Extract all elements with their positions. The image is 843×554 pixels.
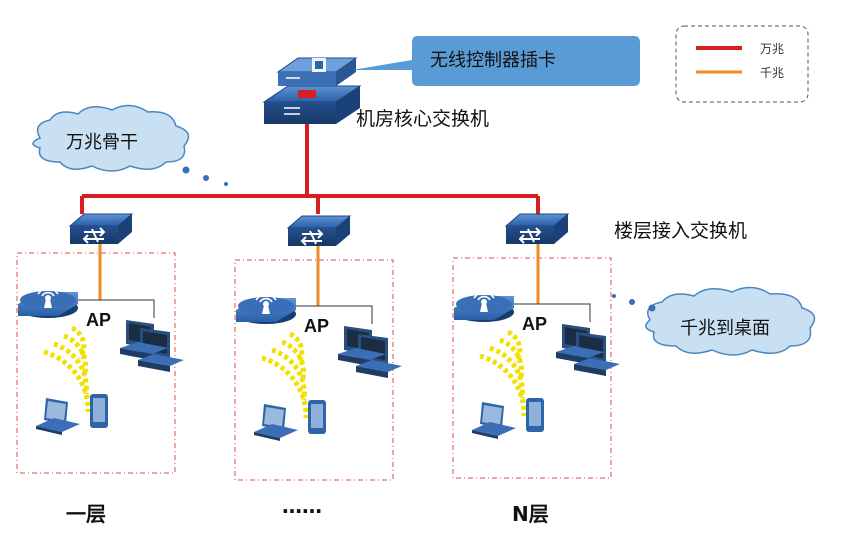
legend-label-1g: 千兆 xyxy=(760,66,785,80)
core-switch-icon xyxy=(262,57,362,124)
backbone-10g-label: 万兆骨干 xyxy=(66,132,138,153)
ap-label: AP xyxy=(522,314,548,334)
access-point-icon xyxy=(235,293,297,325)
tablet-icon xyxy=(90,394,108,428)
floor-group-1 xyxy=(16,213,184,474)
floor-boundary xyxy=(234,259,394,481)
laptop-icon xyxy=(472,402,516,439)
floor-group-2 xyxy=(234,215,402,481)
ap-label: AP xyxy=(86,310,112,330)
core-switch-label: 机房核心交换机 xyxy=(356,108,490,130)
desktop-pc-icon xyxy=(120,320,184,372)
floor-boundary xyxy=(452,257,612,479)
access-switch-icon xyxy=(69,213,133,245)
floor-label-1: 一层 xyxy=(66,502,106,526)
desktop-pc-icon xyxy=(338,326,402,378)
legend-box xyxy=(675,25,809,103)
floor-label-n: N层 xyxy=(512,502,549,526)
wireless-controller-label: 无线控制器插卡 xyxy=(430,50,556,71)
controller-callout xyxy=(352,36,640,86)
tablet-icon xyxy=(308,400,326,434)
backbone-cloud xyxy=(32,104,228,186)
floor-label-2: …… xyxy=(282,494,322,518)
desktop-cloud xyxy=(612,286,816,356)
access-point-icon xyxy=(453,291,515,323)
access-switch-icon xyxy=(287,215,351,247)
gigabit-desktop-label: 千兆到桌面 xyxy=(680,318,770,339)
tablet-icon xyxy=(526,398,544,432)
floor-access-switch-label: 楼层接入交换机 xyxy=(614,220,748,242)
floor-group-3 xyxy=(452,213,620,479)
ap-label: AP xyxy=(304,316,330,336)
laptop-icon xyxy=(36,398,80,435)
laptop-icon xyxy=(254,404,298,441)
access-switch-icon xyxy=(505,213,569,245)
access-point-icon xyxy=(17,287,79,319)
legend-label-10g: 万兆 xyxy=(760,42,785,56)
desktop-pc-icon xyxy=(556,324,620,376)
